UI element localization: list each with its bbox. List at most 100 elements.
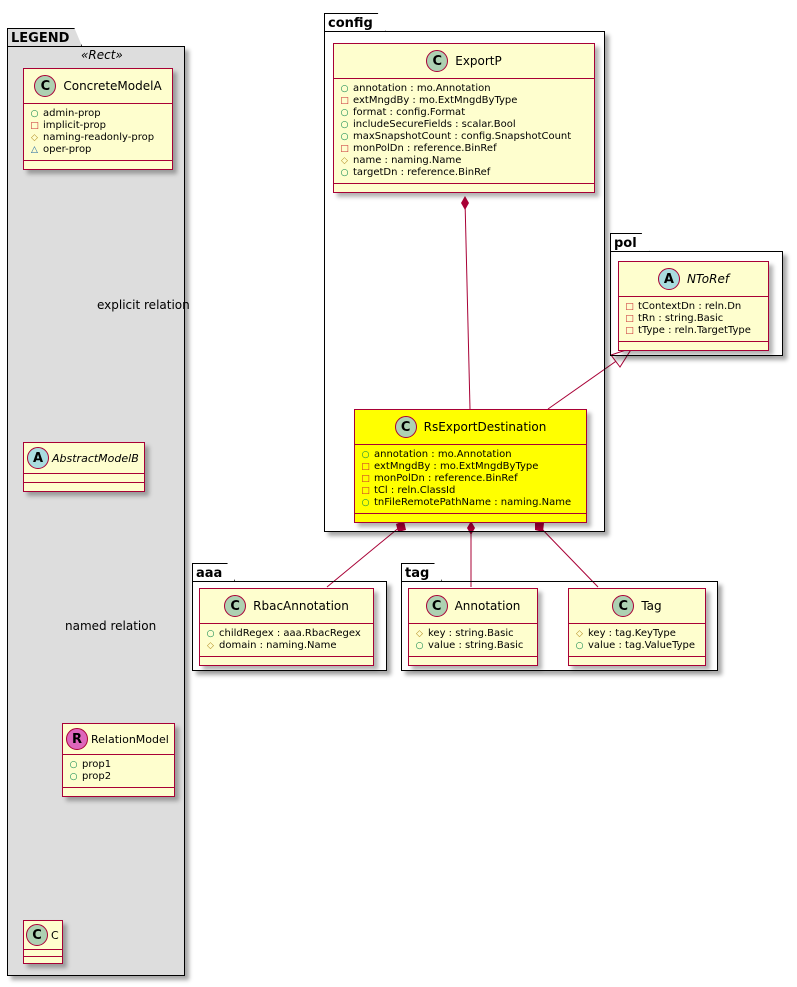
attribute-row: ○annotation : mo.Annotation xyxy=(340,83,588,95)
attribute-text: monPolDn : reference.BinRef xyxy=(353,143,497,154)
attribute-text: childRegex : aaa.RbacRegex xyxy=(219,628,361,639)
class-name: RbacAnnotation xyxy=(253,599,349,613)
attribute-row: ○prop2 xyxy=(69,771,168,783)
method-compartment xyxy=(63,787,174,796)
attribute-list: ◇ key : tag.KeyType ○ value : tag.ValueType xyxy=(569,623,705,656)
attribute-text: includeSecureFields : scalar.Bool xyxy=(353,119,516,130)
class-concretemodela[interactable]: C ConcreteModelA ○ admin-prop □ implicit-pr… xyxy=(23,68,173,170)
method-compartment xyxy=(24,956,62,963)
class-tag[interactable]: C Tag ◇key : tag.KeyType○value : tag.Val… xyxy=(568,588,706,666)
composition-diamond-rbac xyxy=(396,521,406,532)
class-kind-icon: C xyxy=(394,416,417,438)
abstract-kind-icon: A xyxy=(27,447,49,469)
attribute-row: ○ admin-prop xyxy=(30,108,166,120)
attribute-text: tRn : string.Basic xyxy=(638,313,724,324)
class-name: NToRef xyxy=(686,272,730,286)
attribute-row: ○prop1 xyxy=(69,759,168,771)
visibility-public-icon: ○ xyxy=(206,629,215,639)
visibility-public-icon: ○ xyxy=(415,641,424,651)
package-tab-config: config xyxy=(324,13,386,32)
attribute-row: ○ value : tag.ValueType xyxy=(575,640,699,652)
package-tag xyxy=(401,581,718,671)
package-name-aaa: aaa xyxy=(196,566,223,581)
class-name: RsExportDestination xyxy=(423,420,547,434)
class-kind-icon: C xyxy=(34,75,57,97)
attribute-compartment xyxy=(24,949,62,956)
class-rsexportdestination[interactable]: C RsExportDestination ○ annotation : mo.A… xyxy=(354,409,587,523)
class-relationmodel[interactable]: R RelationModel ○prop1○prop2 xyxy=(62,723,175,797)
attribute-row: ◇ key : tag.KeyType xyxy=(575,628,699,640)
visibility-private-icon: □ xyxy=(625,302,634,312)
attribute-text: admin-prop xyxy=(43,108,101,119)
attribute-row: ○tnFileRemotePathName : naming.Name xyxy=(361,497,580,509)
attribute-row: ○ childRegex : aaa.RbacRegex xyxy=(206,628,367,640)
package-name-tag: tag xyxy=(405,566,430,581)
attribute-row: □monPolDn : reference.BinRef xyxy=(361,473,580,485)
attribute-row: □extMngdBy : mo.ExtMngdByType xyxy=(361,461,580,473)
edge-ntoref-rsexportdestination xyxy=(547,356,623,410)
edge-rsexport-tag xyxy=(538,525,599,588)
class-name: C xyxy=(51,928,59,942)
class-rbacannotation[interactable]: C RbacAnnotation ○childRegex : aaa.RbacR… xyxy=(199,588,374,666)
visibility-public-icon: ○ xyxy=(361,498,370,508)
attribute-text: prop1 xyxy=(82,759,112,770)
attribute-row: □ implicit-prop xyxy=(30,120,166,132)
attribute-row: □extMngdBy : mo.ExtMngdByType xyxy=(340,95,588,107)
attribute-row: □ tContextDn : reln.Dn xyxy=(625,301,762,313)
attribute-row: ○includeSecureFields : scalar.Bool xyxy=(340,119,588,131)
class-exportp[interactable]: C ExportP ○annotation : mo.Annotation□ex… xyxy=(333,43,595,193)
method-compartment xyxy=(200,656,373,665)
class-ntoref[interactable]: A NToRef □tContextDn : reln.Dn□tRn : str… xyxy=(618,261,769,351)
edge-rsexport-rbacannotation xyxy=(326,525,402,588)
attribute-text: annotation : mo.Annotation xyxy=(374,449,512,460)
visibility-public-icon: ○ xyxy=(30,109,39,119)
attribute-list: □ tContextDn : reln.Dn □ tRn : string.Basic… xyxy=(619,296,768,341)
visibility-protected-icon: ◇ xyxy=(207,641,214,651)
visibility-public-icon: ○ xyxy=(340,108,349,118)
method-compartment xyxy=(619,341,768,350)
relation-kind-icon: R xyxy=(66,728,88,750)
class-name: Annotation xyxy=(454,599,521,613)
visibility-public-icon: ○ xyxy=(575,641,584,651)
class-c[interactable]: C C xyxy=(23,920,63,964)
package-legend xyxy=(7,46,185,976)
attribute-list: ○ admin-prop □ implicit-prop◇naming-readonl… xyxy=(24,103,172,160)
attribute-row: □tType : reln.TargetType xyxy=(625,325,762,337)
package-pol xyxy=(610,251,783,356)
class-kind-icon: C xyxy=(26,924,48,946)
attribute-text: oper-prop xyxy=(43,144,92,155)
visibility-private-icon: □ xyxy=(30,121,39,131)
class-name: ExportP xyxy=(455,54,502,68)
method-compartment xyxy=(24,482,144,491)
visibility-private-icon: □ xyxy=(625,314,634,324)
attribute-row: △oper-prop xyxy=(30,144,166,156)
package-config xyxy=(324,31,605,532)
attribute-list: ◇key : string.Basic○value : string.Basic xyxy=(409,623,537,656)
attribute-text: value : tag.ValueType xyxy=(588,640,696,651)
attribute-text: prop2 xyxy=(82,771,112,782)
class-name: ConcreteModelA xyxy=(63,79,162,93)
composition-diamond-exportp xyxy=(461,196,469,210)
composition-diamond-tag xyxy=(535,521,544,532)
class-name: RelationModel xyxy=(91,732,169,746)
class-abstractmodelb[interactable]: A AbstractModelB xyxy=(23,442,145,492)
package-tab-tag: tag xyxy=(401,563,442,582)
visibility-protected-icon: ◇ xyxy=(416,629,423,639)
attribute-row: □ tRn : string.Basic xyxy=(625,313,762,325)
class-annotation[interactable]: C Annotation ◇key : string.Basic○value :… xyxy=(408,588,538,666)
attribute-text: key : string.Basic xyxy=(428,628,514,639)
attribute-text: tContextDn : reln.Dn xyxy=(638,301,742,312)
visibility-protected-icon: ◇ xyxy=(576,629,583,639)
attribute-text: tCl : reln.ClassId xyxy=(374,485,456,496)
attribute-text: targetDn : reference.BinRef xyxy=(353,167,491,178)
method-compartment xyxy=(24,160,172,169)
attribute-text: tType : reln.TargetType xyxy=(638,325,751,336)
package-name-config: config xyxy=(328,16,373,31)
edge-exportp-rsexportdestination xyxy=(464,199,471,410)
attribute-text: implicit-prop xyxy=(43,120,106,131)
attribute-row: ◇naming-readonly-prop xyxy=(30,132,166,144)
attribute-text: key : tag.KeyType xyxy=(588,628,676,639)
method-compartment xyxy=(409,656,537,665)
attribute-text: monPolDn : reference.BinRef xyxy=(374,473,518,484)
